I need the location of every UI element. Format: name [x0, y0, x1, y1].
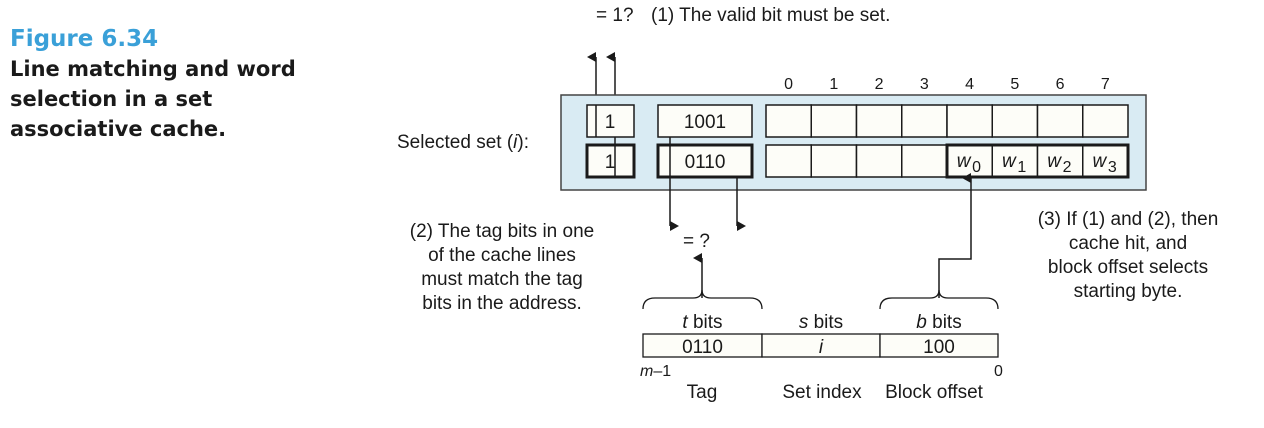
- note2-line: bits in the address.: [422, 293, 581, 314]
- block-byte-cell-4: [946, 104, 993, 138]
- field-bits-label: b bits: [916, 312, 961, 333]
- field-box: [879, 333, 999, 358]
- note2-line: must match the tag: [421, 269, 583, 290]
- selected-set-label: Selected set (i):: [397, 132, 529, 153]
- field-value: 100: [923, 337, 955, 358]
- block-byte-cell-0: [765, 104, 812, 138]
- field-name: Set index: [782, 382, 862, 403]
- figure-title: Line matching and word selection in a se…: [10, 57, 296, 141]
- block-byte-cell-2: [855, 104, 903, 138]
- tag-brace: [642, 289, 763, 310]
- field-name: Block offset: [885, 382, 984, 403]
- tag-box: [657, 104, 753, 138]
- block-offset-arrow: [938, 173, 972, 298]
- byte-index-2: 2: [875, 76, 884, 93]
- tag-value: 0110: [685, 152, 726, 173]
- word-subscript-2: 2: [1063, 159, 1072, 176]
- field-name: Tag: [687, 382, 718, 403]
- byte-index-7: 7: [1101, 76, 1110, 93]
- block-byte-cell-5: [991, 104, 1039, 138]
- word-label-0: w: [957, 151, 972, 172]
- block-byte-indices: 0 1 2 3 4 5 6 7: [784, 76, 1110, 93]
- figure-caption: Figure 6.34 Line matching and word selec…: [10, 24, 330, 144]
- byte-index-4: 4: [965, 76, 974, 93]
- valid-bit-value: 1: [605, 112, 616, 133]
- field-value: i: [819, 337, 824, 358]
- valid-bit-note: (1) The valid bit must be set.: [651, 5, 890, 26]
- valid-bit-value: 1: [605, 152, 616, 173]
- valid-check-label: = 1?: [596, 5, 634, 26]
- block-byte-cell-1: [810, 104, 858, 138]
- byte-index-5: 5: [1010, 76, 1019, 93]
- byte-index-0: 0: [784, 76, 793, 93]
- figure-number: Figure 6.34: [10, 26, 159, 52]
- word-subscript-0: 0: [972, 159, 981, 176]
- cache-line-0: 1 1001: [586, 104, 1129, 138]
- block-byte-cell-3: [901, 144, 948, 178]
- field-value: 0110: [682, 337, 723, 358]
- block-byte-cell-0: [765, 144, 812, 178]
- tag-value: 1001: [684, 112, 726, 133]
- word-label-1: w: [1002, 151, 1017, 172]
- block-byte-cell-3: [901, 104, 948, 138]
- note3-line: starting byte.: [1074, 281, 1183, 302]
- byte-index-1: 1: [829, 76, 838, 93]
- byte-index-6: 6: [1056, 76, 1065, 93]
- lsb-label: 0: [994, 363, 1003, 380]
- cache-hit-note: (3) If (1) and (2), then cache hit, and bl…: [1038, 209, 1219, 302]
- note2-line: (2) The tag bits in one: [410, 221, 594, 242]
- word-subscript-1: 1: [1017, 159, 1026, 176]
- selected-words-outline: [945, 143, 1130, 179]
- note3-line: (3) If (1) and (2), then: [1038, 209, 1219, 230]
- msb-label: m–1: [640, 363, 671, 380]
- note2-line: of the cache lines: [428, 245, 576, 266]
- field-bits-label: t bits: [682, 312, 722, 333]
- note3-line: block offset selects: [1048, 257, 1208, 278]
- tag-compare-label: = ?: [683, 231, 710, 252]
- byte-index-3: 3: [920, 76, 929, 93]
- tag-box: [656, 143, 754, 179]
- word-label-3: w: [1093, 151, 1108, 172]
- field-bits-label: s bits: [799, 312, 843, 333]
- block-byte-cell-7: [1082, 104, 1129, 138]
- block-offset-brace: [879, 289, 999, 310]
- note3-line: cache hit, and: [1069, 233, 1187, 254]
- block-byte-cell-5: [991, 144, 1039, 178]
- block-byte-cell-2: [855, 144, 903, 178]
- word-label-2: w: [1047, 151, 1062, 172]
- block-byte-cell-1: [810, 144, 858, 178]
- valid-bit-box: [585, 143, 636, 179]
- valid-bit-box: [586, 104, 635, 138]
- word-subscript-3: 3: [1108, 159, 1117, 176]
- tag-match-note: (2) The tag bits in one of the cache line…: [410, 221, 594, 314]
- block-byte-cell-6: [1036, 104, 1084, 138]
